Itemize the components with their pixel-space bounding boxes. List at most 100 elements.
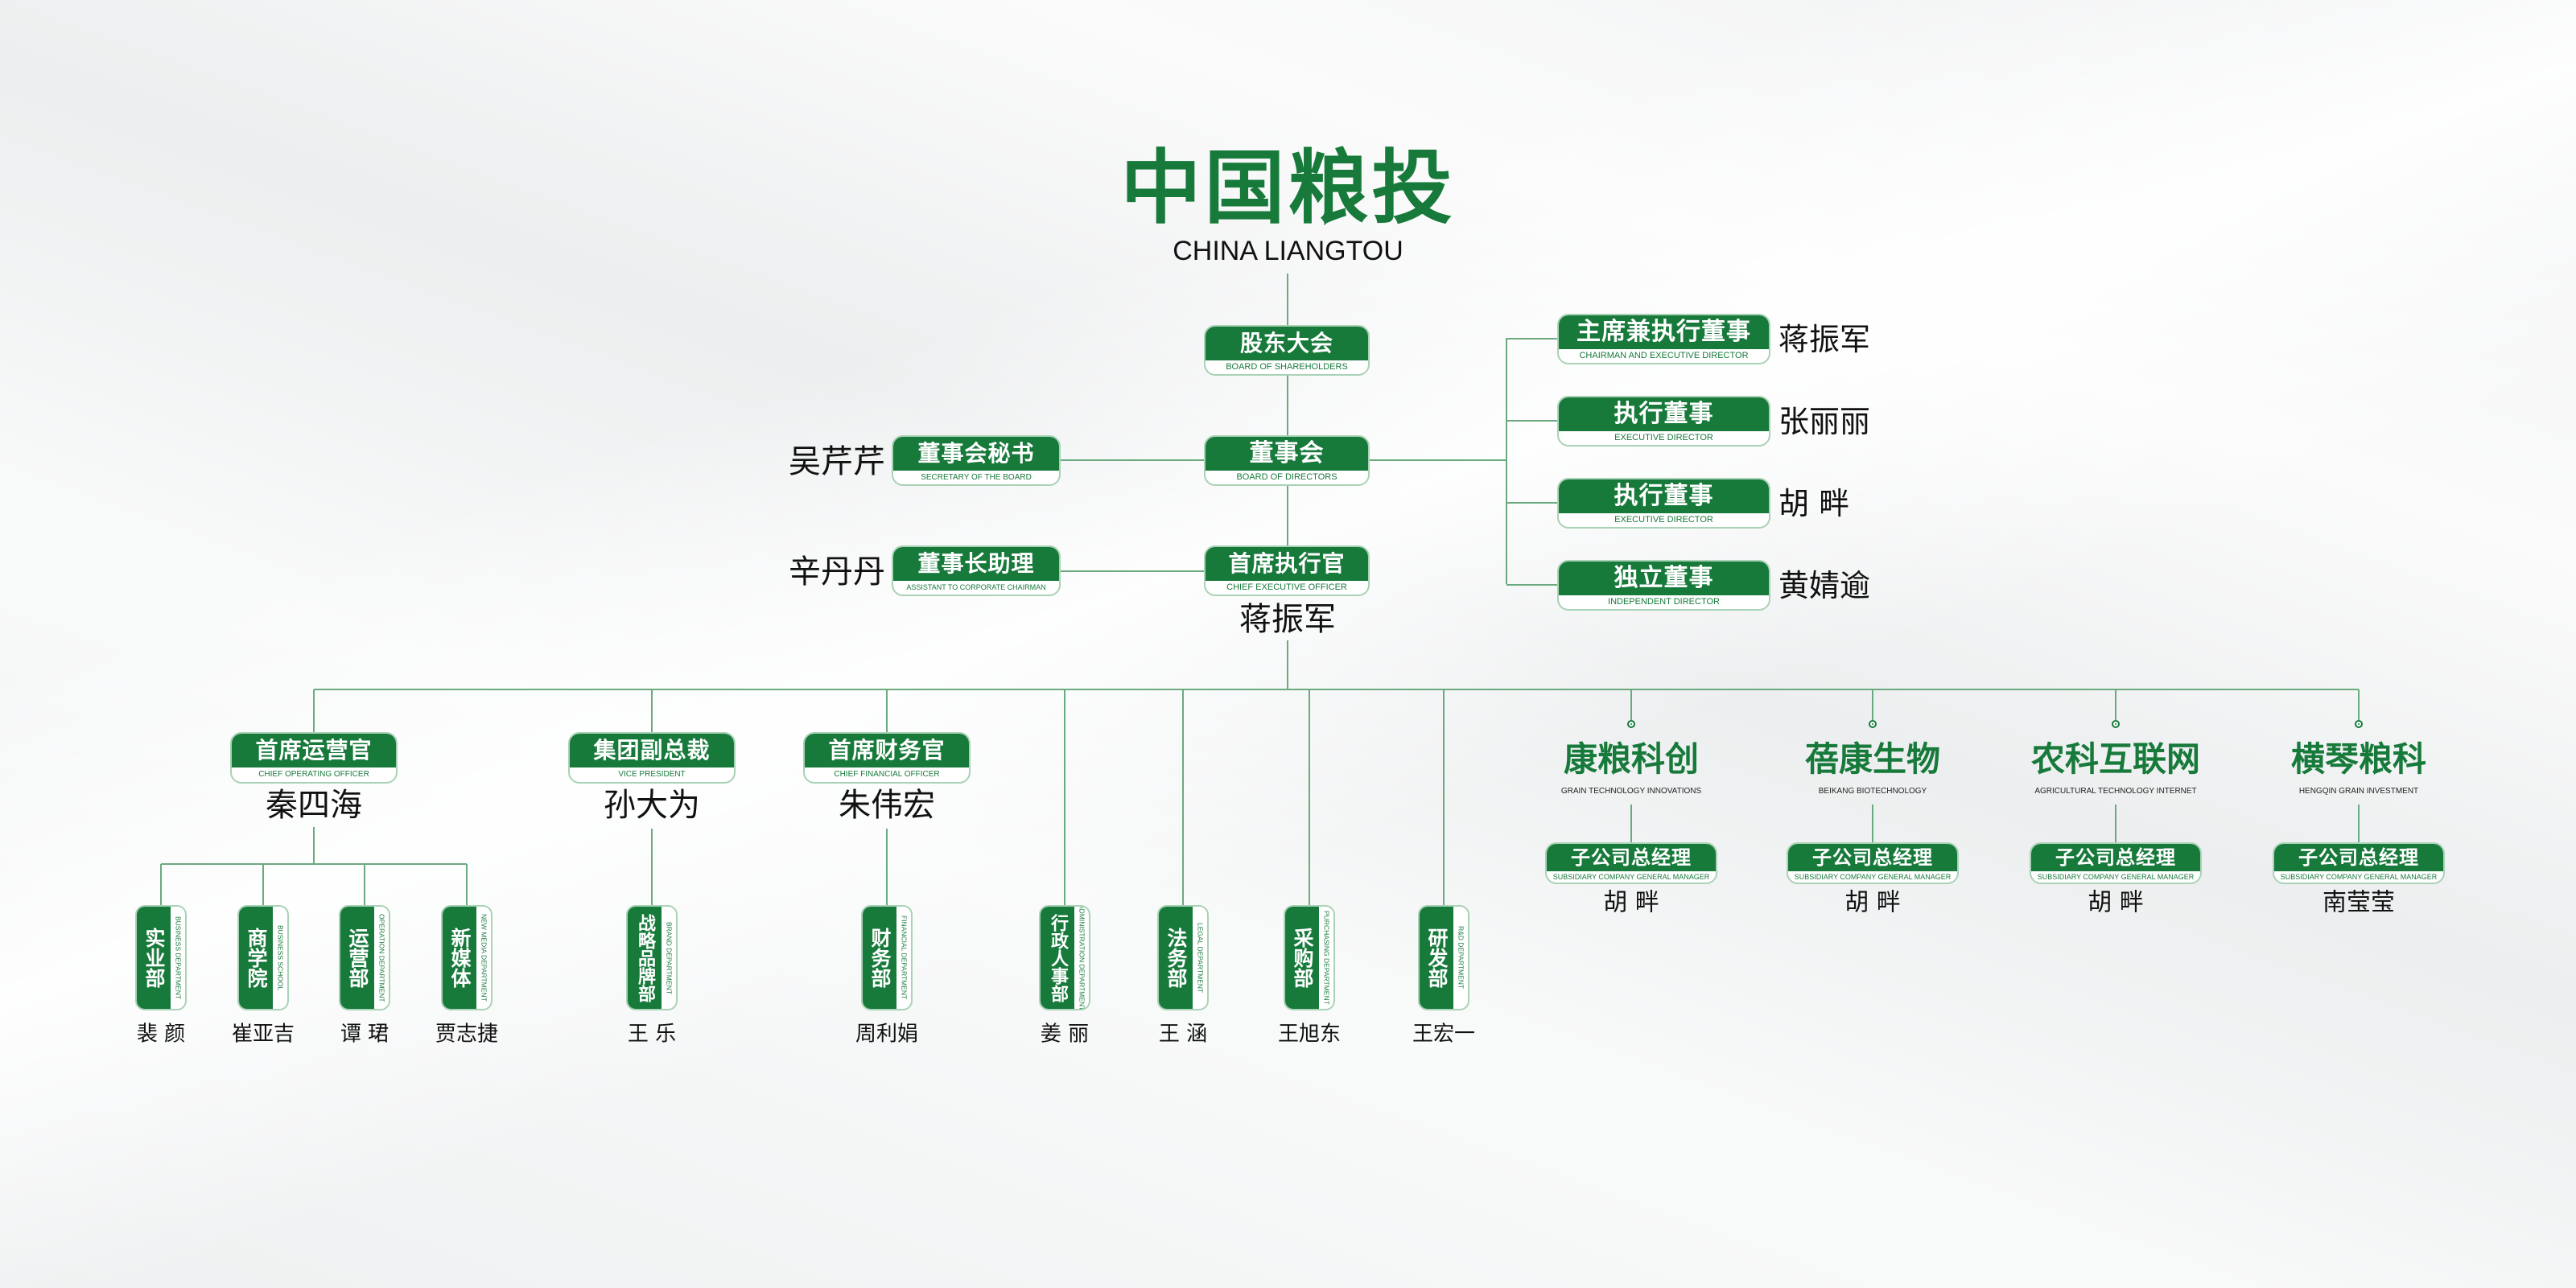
box-subtitle: BOARD OF DIRECTORS: [1236, 472, 1337, 482]
connector-line: [313, 827, 315, 864]
person-name: 黄婧逾: [1778, 568, 1871, 603]
department-subtitle: LEGAL DEPARTMENT: [1196, 922, 1205, 994]
department-subtitle: R&D DEPARTMENT: [1457, 926, 1465, 990]
connector-line: [1287, 486, 1288, 545]
person-name: 王 涵: [1158, 1022, 1208, 1047]
person-name: 谭 珺: [340, 1022, 389, 1047]
box-subtitle: CHIEF FINANCIAL OFFICER: [834, 770, 940, 779]
box-title: 子公司总经理: [2274, 844, 2443, 871]
department-title: 运营部: [340, 907, 374, 1009]
box-subtitle: ASSISTANT TO CORPORATE CHAIRMAN: [906, 583, 1046, 591]
department-title: 实业部: [137, 907, 171, 1009]
person-name: 崔亚吉: [231, 1022, 295, 1047]
subsidiary-subtitle: HENGQIN GRAIN INVESTMENT: [2298, 787, 2419, 796]
person-name: 孙大为: [604, 787, 700, 824]
box-title: 执行董事: [1559, 397, 1769, 431]
connector-line: [2358, 804, 2360, 842]
box-title: 董事会秘书: [893, 437, 1059, 471]
subsidiary-subtitle: GRAIN TECHNOLOGY INNOVATIONS: [1560, 787, 1702, 796]
person-name: 胡 畔: [1844, 888, 1901, 917]
box-subtitle: CHIEF OPERATING OFFICER: [258, 770, 369, 779]
department-title: 战略品牌部: [628, 907, 662, 1009]
department-subtitle: BRAND DEPARTMENT: [665, 921, 674, 994]
box-subtitle: EXECUTIVE DIRECTOR: [1614, 433, 1713, 442]
person-name: 朱伟宏: [839, 787, 935, 824]
box-subtitle: CHIEF EXECUTIVE OFFICER: [1226, 582, 1347, 592]
person-name: 王宏一: [1412, 1022, 1476, 1047]
person-name: 裴 颜: [136, 1022, 186, 1047]
box-title: 子公司总经理: [1788, 844, 1957, 871]
person-name: 胡 畔: [1778, 486, 1850, 521]
department-card[interactable]: 研发部 R&D DEPARTMENT: [1418, 905, 1469, 1010]
connector-line: [1061, 570, 1204, 572]
box-title: 首席运营官: [232, 734, 396, 767]
connector-line: [1443, 689, 1445, 905]
person-name: 蒋振军: [1239, 601, 1336, 638]
connector-line: [2115, 689, 2116, 720]
connector-line: [1064, 689, 1065, 905]
subsidiary-subtitle: BEIKANG BIOTECHNOLOGY: [1818, 787, 1927, 796]
box-title: 首席执行官: [1206, 547, 1368, 581]
node-dot-icon: [2355, 720, 2363, 728]
department-title: 财务部: [863, 907, 896, 1009]
box-subtitle: EXECUTIVE DIRECTOR: [1614, 515, 1713, 525]
connector-line: [1872, 804, 1873, 842]
connector-line: [1287, 274, 1288, 325]
connector-line: [886, 689, 888, 732]
connector-line: [262, 864, 264, 905]
connector-line: [1182, 689, 1184, 905]
connector-line: [1506, 584, 1557, 586]
box-subtitle: SUBSIDIARY COMPANY GENERAL MANAGER: [2037, 872, 2195, 881]
department-title: 研发部: [1420, 907, 1453, 1009]
box-subtitle: SECRETARY OF THE BOARD: [921, 472, 1032, 482]
box-executive[interactable]: 首席运营官 CHIEF OPERATING OFFICER: [230, 732, 398, 784]
box-subtitle: BOARD OF SHAREHOLDERS: [1226, 362, 1348, 372]
box-subtitle: INDEPENDENT DIRECTOR: [1608, 597, 1720, 607]
box-board-of-shareholders[interactable]: 股东大会 BOARD OF SHAREHOLDERS: [1204, 325, 1370, 376]
brand-title: 中国粮投: [1120, 141, 1456, 235]
box-director[interactable]: 执行董事 EXECUTIVE DIRECTOR: [1557, 396, 1770, 446]
connector-line: [1506, 338, 1557, 339]
department-title: 新媒体: [443, 907, 476, 1009]
connector-line: [161, 863, 467, 865]
connector-line: [651, 689, 653, 732]
box-subtitle: CHAIRMAN AND EXECUTIVE DIRECTOR: [1579, 351, 1749, 360]
person-name: 蒋振军: [1778, 322, 1871, 357]
subsidiary-name: 横琴粮科: [2290, 739, 2427, 779]
person-name: 张丽丽: [1778, 404, 1871, 439]
connector-line: [1506, 502, 1557, 504]
connector-line: [466, 864, 468, 905]
department-subtitle: ADMINISTRATION DEPARTMENT: [1078, 905, 1086, 1010]
box-title: 股东大会: [1206, 327, 1368, 360]
connector-line: [1630, 804, 1632, 842]
person-name: 胡 畔: [2088, 888, 2144, 917]
person-name: 吴芹芹: [789, 443, 885, 480]
department-subtitle: PURCHASING DEPARTMENT: [1322, 911, 1331, 1005]
department-title: 采购部: [1285, 907, 1319, 1009]
connector-line: [886, 829, 888, 905]
box-subtitle: SUBSIDIARY COMPANY GENERAL MANAGER: [2280, 872, 2438, 881]
connector-line: [651, 829, 653, 905]
